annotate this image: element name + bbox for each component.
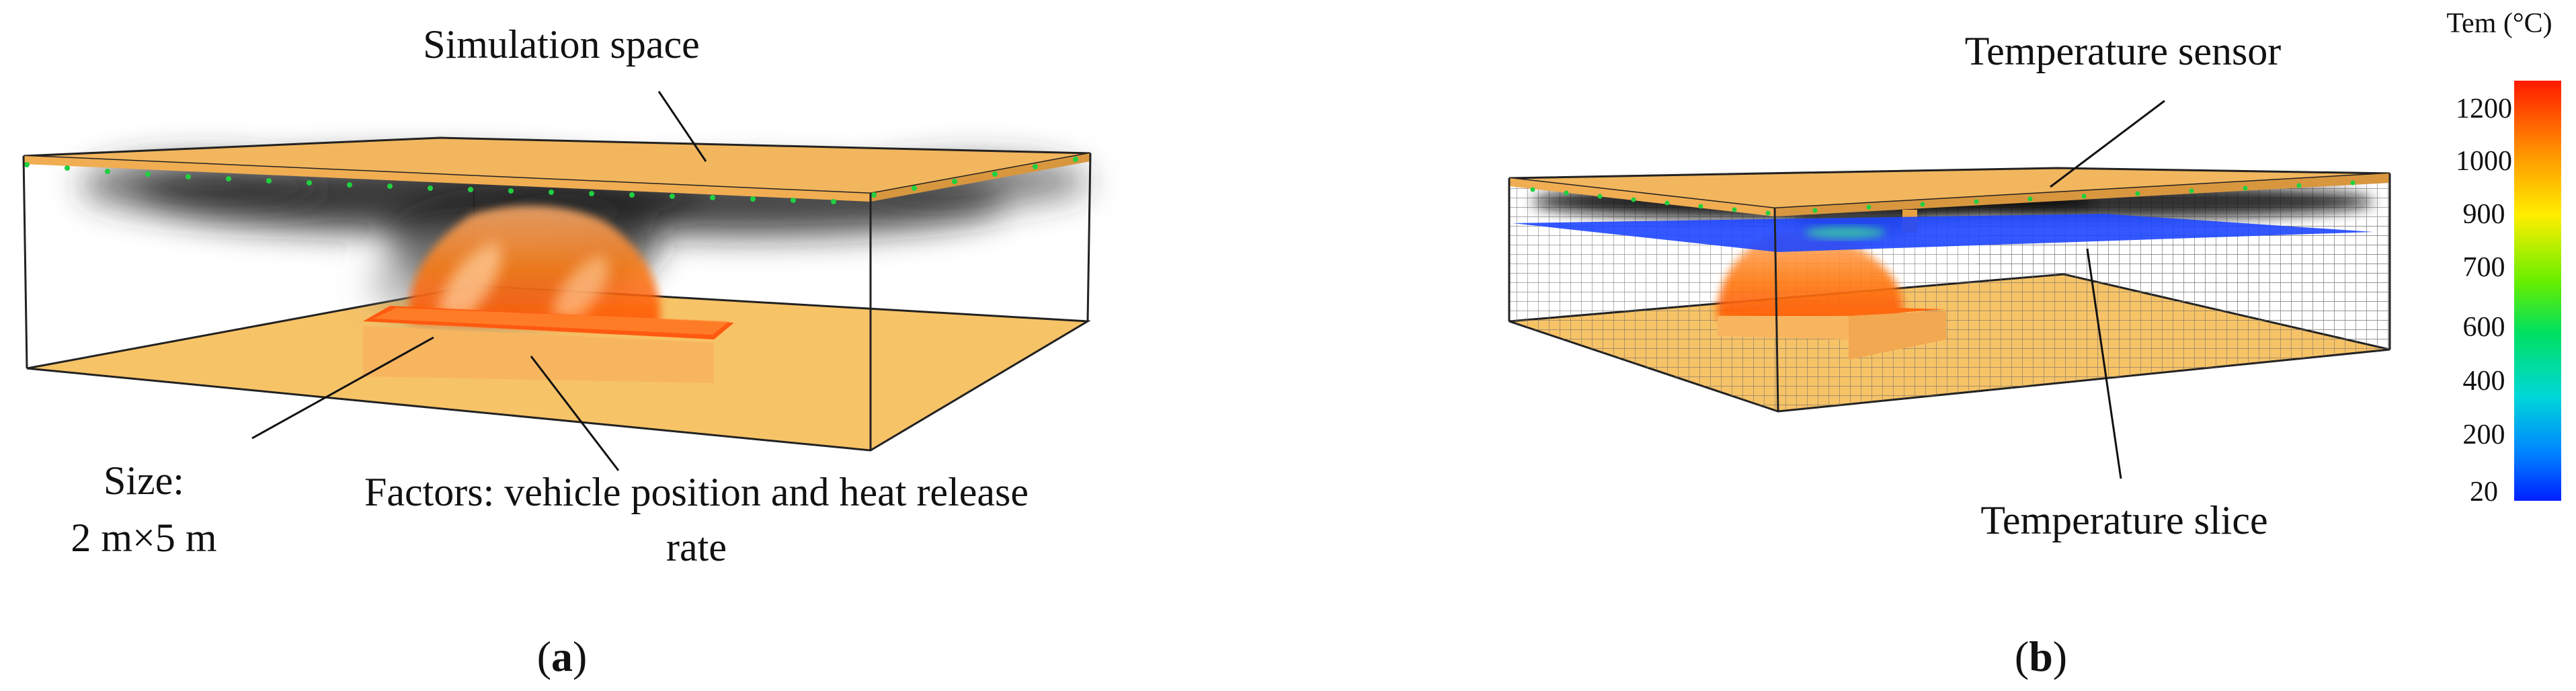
label-size-line2: 2 m×5 m [71,516,216,560]
colorbar-tick: 20 [2470,477,2498,507]
panel-a-leader-simulation [657,91,707,162]
panel-b-edge-front [1773,208,1779,412]
panel-a-edge-left [22,155,28,369]
panel-b-leader-sensor [2050,99,2165,188]
label-factors-line2: rate [666,525,727,569]
panel-a-leader-factors [530,356,620,471]
panel-b-temperature-slice [1513,214,2373,252]
colorbar-tick: 900 [2463,199,2505,230]
label-temperature-sensor: Temperature sensor [1965,29,2282,73]
panel-a-fire-plume [409,206,660,329]
panel-a-temperature-sensors [24,157,1078,204]
panel-a-edge-right [1086,153,1092,322]
colorbar-tick: 1200 [2456,93,2512,124]
label-temperature-slice: Temperature slice [1980,498,2267,542]
colorbar-tick: 600 [2463,312,2505,343]
panel-b-scene [1508,99,2391,479]
panel-a-leader-size [251,336,434,440]
panel-a-fire-source-front [363,326,714,383]
colorbar-tick: 700 [2463,252,2505,283]
colorbar-title: Tem (°C) [2446,8,2552,39]
colorbar-tick: 200 [2463,419,2505,450]
caption-b: (b) [2015,633,2067,680]
colorbar-tick: 400 [2463,366,2505,397]
colorbar-gradient [2514,81,2561,501]
caption-a: (a) [537,633,588,680]
colorbar-tick: 1000 [2456,146,2512,177]
panel-b-temperature-sensors [1530,180,2356,216]
label-simulation-space: Simulation space [423,22,700,67]
label-factors-line1: Factors: vehicle position and heat relea… [364,470,1029,514]
panel-b-mesh-far-wall [1976,218,2390,350]
colorbar: Tem (°C) 1200 1000 900 700 600 400 200 2… [2446,8,2561,507]
label-size-line1: Size: [104,458,184,503]
panel-a-scene [22,91,1092,471]
panel-b-fire [1717,210,1946,360]
panel-b-leader-slice [2086,248,2122,479]
